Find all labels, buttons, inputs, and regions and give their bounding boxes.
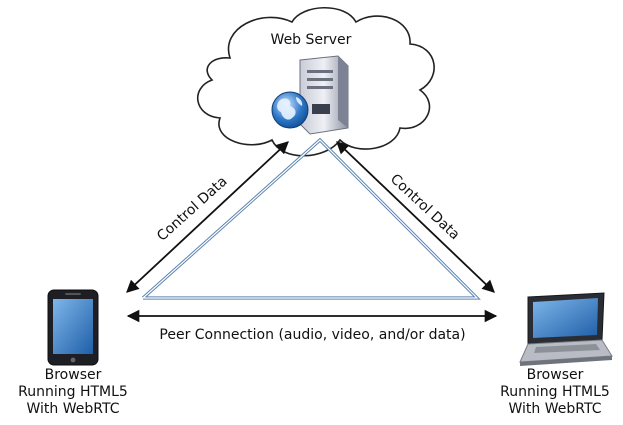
server-label: Web Server — [270, 32, 352, 48]
right-client-line2: Running HTML5 — [500, 384, 610, 400]
control-data-left-arrow — [126, 141, 289, 293]
laptop-icon — [519, 292, 613, 366]
left-client-label: Browser Running HTML5 With WebRTC — [18, 367, 128, 418]
control-data-left-label: Control Data — [154, 173, 230, 244]
peer-connection-label: Peer Connection (audio, video, and/or da… — [159, 327, 466, 343]
server-tower-icon — [299, 55, 349, 135]
right-client-line3: With WebRTC — [508, 401, 602, 417]
left-client-line3: With WebRTC — [26, 401, 120, 417]
right-client-label: Browser Running HTML5 With WebRTC — [500, 367, 610, 418]
right-client-line1: Browser — [526, 367, 584, 383]
left-client-line1: Browser — [44, 367, 102, 383]
control-data-right-label: Control Data — [387, 171, 463, 243]
left-client-line2: Running HTML5 — [18, 384, 128, 400]
control-data-right-arrow — [336, 141, 495, 293]
tablet-icon — [47, 289, 99, 366]
globe-icon — [271, 91, 309, 129]
